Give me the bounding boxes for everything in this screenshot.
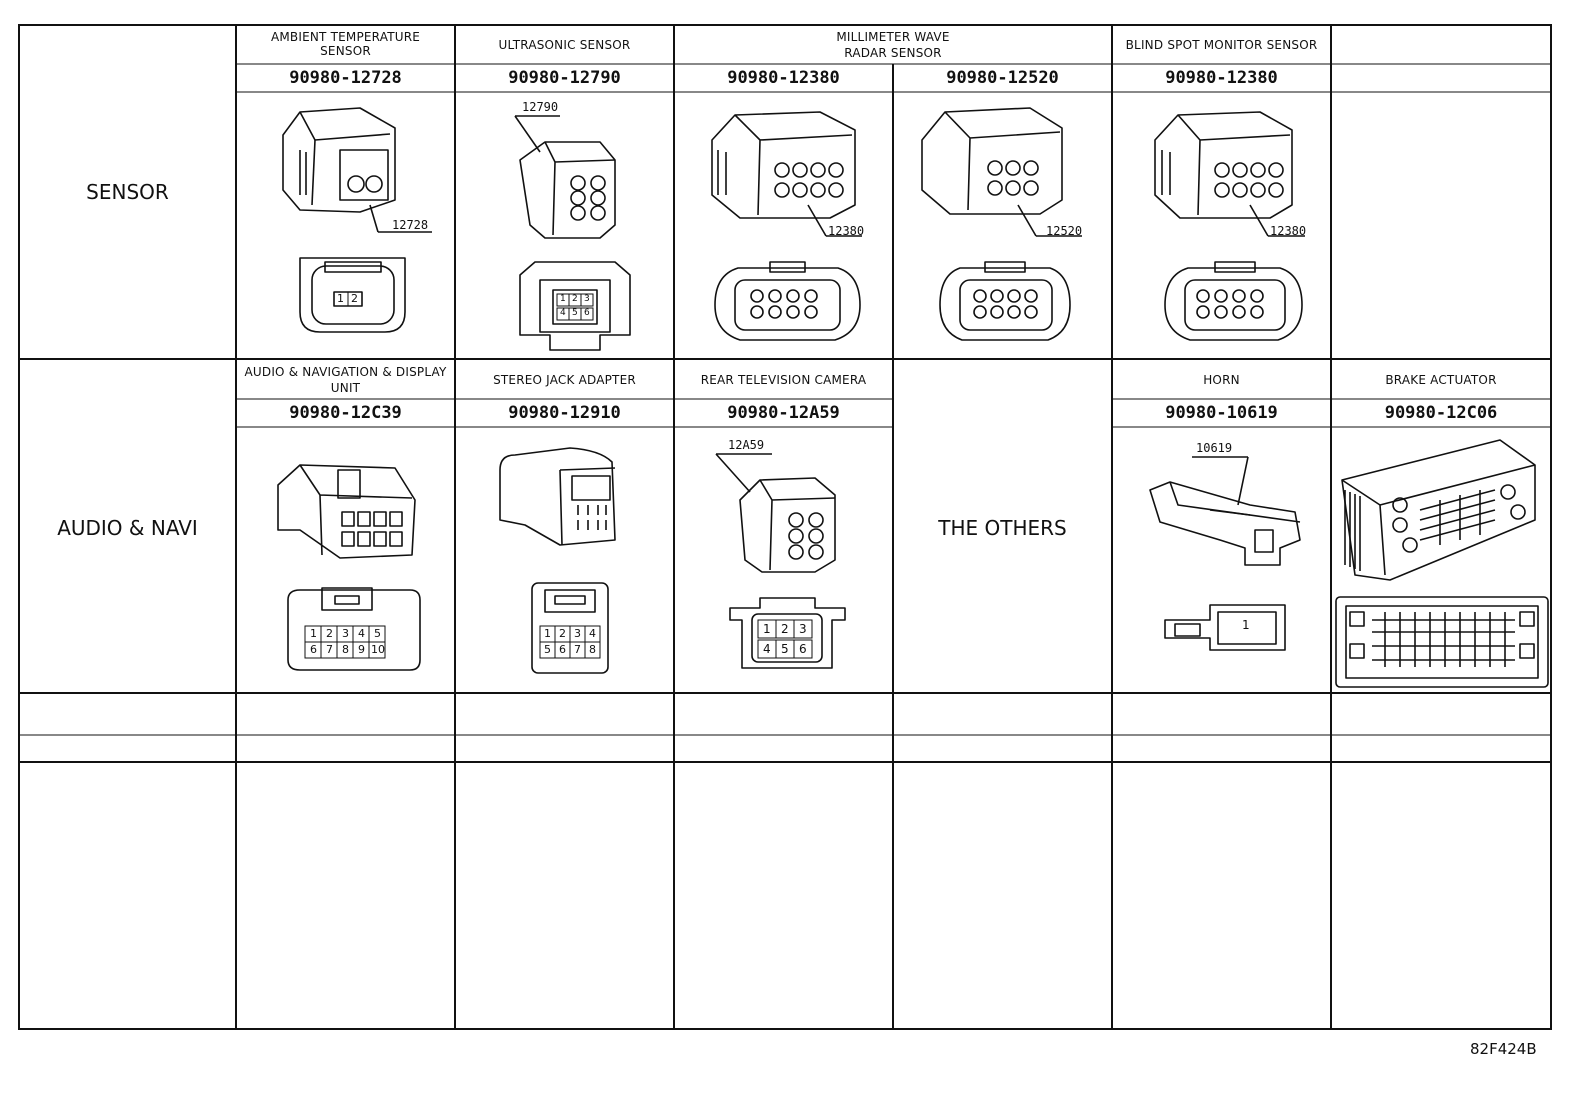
row-label-the-others: THE OTHERS xyxy=(938,516,1067,540)
camera-pin: 6 xyxy=(799,642,807,656)
ultrasonic-part-number: 90980-12790 xyxy=(508,68,621,88)
display-part-number: 90980-12C39 xyxy=(289,403,402,423)
display-pin: 4 xyxy=(358,627,365,640)
ultrasonic-title: ULTRASONIC SENSOR xyxy=(498,38,631,52)
ambient-connector-iso xyxy=(282,107,432,233)
bsm-callout: 12380 xyxy=(1270,224,1307,238)
jack-connector-iso xyxy=(499,447,616,546)
display-pin: 5 xyxy=(374,627,381,640)
ultrasonic-pin: 2 xyxy=(572,294,578,304)
jack-title: STEREO JACK ADAPTER xyxy=(493,373,636,387)
ambient-callout: 12728 xyxy=(392,218,429,232)
jack-pin: 8 xyxy=(589,643,596,656)
jack-pin: 7 xyxy=(574,643,581,656)
ultrasonic-pin: 4 xyxy=(560,308,566,318)
display-pin: 6 xyxy=(310,643,317,656)
ambient-part-number: 90980-12728 xyxy=(289,68,402,88)
camera-connector-face xyxy=(729,597,846,669)
ultrasonic-callout: 12790 xyxy=(522,100,559,114)
mmw-12380-callout: 12380 xyxy=(828,224,865,238)
bsm-part-number: 90980-12380 xyxy=(1165,68,1278,88)
camera-part-number: 90980-12A59 xyxy=(727,403,840,423)
jack-pin: 4 xyxy=(589,627,596,640)
horn-callout: 10619 xyxy=(1196,441,1233,455)
jack-pin: 3 xyxy=(574,627,581,640)
brake-part-number: 90980-12C06 xyxy=(1384,403,1498,423)
row-label-audio-navi: AUDIO & NAVI xyxy=(57,516,198,540)
horn-title: HORN xyxy=(1203,373,1240,387)
bsm-connector-iso xyxy=(1154,111,1305,237)
mmw-12380-connector-iso xyxy=(711,111,862,237)
display-pin: 10 xyxy=(371,643,385,656)
ultrasonic-pin: 6 xyxy=(584,308,590,318)
mmw-12380-part-number: 90980-12380 xyxy=(727,68,840,88)
ultrasonic-pin: 1 xyxy=(560,294,566,304)
brake-title: BRAKE ACTUATOR xyxy=(1385,373,1497,387)
display-pin: 7 xyxy=(326,643,333,656)
ambient-pin: 1 xyxy=(337,292,344,305)
camera-callout: 12A59 xyxy=(728,438,765,452)
display-title-line2: UNIT xyxy=(330,381,361,395)
display-pin: 3 xyxy=(342,627,349,640)
row-label-sensor: SENSOR xyxy=(86,180,169,204)
ultrasonic-connector-face xyxy=(519,261,631,351)
bsm-title: BLIND SPOT MONITOR SENSOR xyxy=(1125,38,1318,52)
ambient-pin: 2 xyxy=(351,292,358,305)
display-connector-face xyxy=(287,587,421,671)
display-pin: 8 xyxy=(342,643,349,656)
camera-pin: 2 xyxy=(781,622,789,636)
mmw-12520-part-number: 90980-12520 xyxy=(946,68,1059,88)
camera-connector-iso xyxy=(715,453,836,573)
camera-pin: 5 xyxy=(781,642,789,656)
display-title-line1: AUDIO & NAVIGATION & DISPLAY xyxy=(244,365,447,379)
horn-pin: 1 xyxy=(1242,618,1250,632)
jack-pin: 5 xyxy=(544,643,551,656)
mmw-12520-connector-iso xyxy=(921,107,1082,237)
display-connector-iso xyxy=(277,464,416,559)
camera-title: REAR TELEVISION CAMERA xyxy=(700,373,867,387)
display-pin: 9 xyxy=(358,643,365,656)
mmw-12380-connector-face xyxy=(714,261,861,341)
mmw-12520-callout: 12520 xyxy=(1046,224,1083,238)
figure-code: 82F424B xyxy=(1470,1040,1537,1058)
mmw-title-line2: RADAR SENSOR xyxy=(844,46,942,60)
ultrasonic-pin: 3 xyxy=(584,294,590,304)
brake-connector-iso xyxy=(1341,439,1536,581)
display-pin: 1 xyxy=(310,627,317,640)
jack-pin: 1 xyxy=(544,627,551,640)
brake-connector-face xyxy=(1335,596,1549,688)
display-pin: 2 xyxy=(326,627,333,640)
jack-connector-face xyxy=(531,582,609,674)
mmw-title-line1: MILLIMETER WAVE xyxy=(836,30,950,44)
horn-part-number: 90980-10619 xyxy=(1165,403,1278,423)
ultrasonic-connector-iso xyxy=(514,115,616,239)
camera-pin: 3 xyxy=(799,622,807,636)
horn-connector-face xyxy=(1164,604,1286,651)
ultrasonic-pin: 5 xyxy=(572,308,578,318)
bsm-connector-face xyxy=(1164,261,1303,341)
mmw-12520-connector-face xyxy=(939,261,1071,341)
jack-part-number: 90980-12910 xyxy=(508,403,621,423)
jack-pin: 2 xyxy=(559,627,566,640)
camera-pin: 4 xyxy=(763,642,771,656)
ambient-title: AMBIENT TEMPERATURE SENSOR xyxy=(270,30,421,58)
camera-pin: 1 xyxy=(763,622,771,636)
jack-pin: 6 xyxy=(559,643,566,656)
horn-connector-iso xyxy=(1149,456,1301,566)
